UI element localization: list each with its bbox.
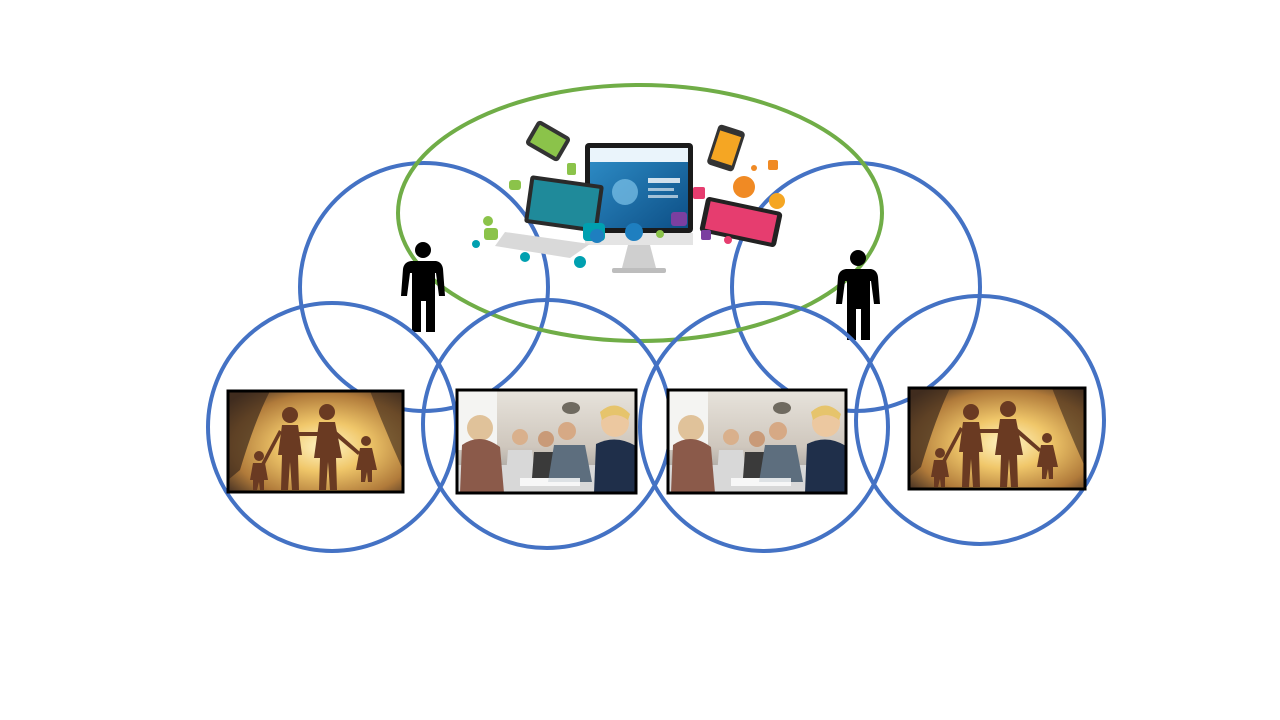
team-meeting-photo-1: [455, 388, 638, 495]
person-left-icon: [401, 242, 445, 332]
person-right-icon: [836, 250, 880, 340]
team-meeting-photo-2: [666, 388, 848, 495]
multi-device-illustration: [472, 120, 785, 273]
lower-circle-4: [854, 294, 1106, 546]
family-photo-1: [226, 389, 405, 494]
lower-circle-3: [638, 301, 890, 553]
family-photo-2: [907, 386, 1087, 491]
